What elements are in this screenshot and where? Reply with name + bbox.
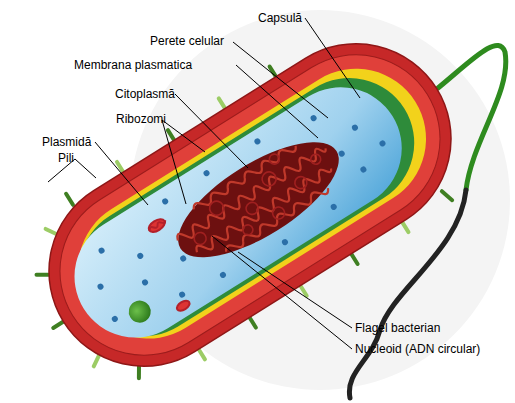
ribosomes: [71, 82, 404, 345]
plasmid-small: [175, 299, 191, 313]
part-label: Pili: [58, 151, 74, 165]
nucleoid: [161, 120, 355, 279]
part-label: Membrana plasmatica: [74, 58, 192, 72]
part-label: Citoplasmă: [115, 87, 175, 101]
wall-layer: [52, 42, 453, 365]
part-label: Plasmidă: [42, 135, 91, 149]
part-label: Nucleoid (ADN circular): [355, 342, 480, 356]
cytoplasm: [51, 64, 424, 360]
part-label: Ribozomi: [116, 112, 166, 126]
part-label: Perete celular: [150, 34, 224, 48]
plasmid: [146, 216, 167, 235]
part-label: Capsulă: [258, 11, 302, 25]
leader-lines: [48, 18, 360, 349]
cell-body: [0, 0, 493, 403]
inclusion-body: [125, 296, 155, 326]
cell-wall: [28, 23, 472, 387]
part-label: Flagel bacterian: [355, 321, 440, 335]
capsule: [13, 8, 487, 402]
